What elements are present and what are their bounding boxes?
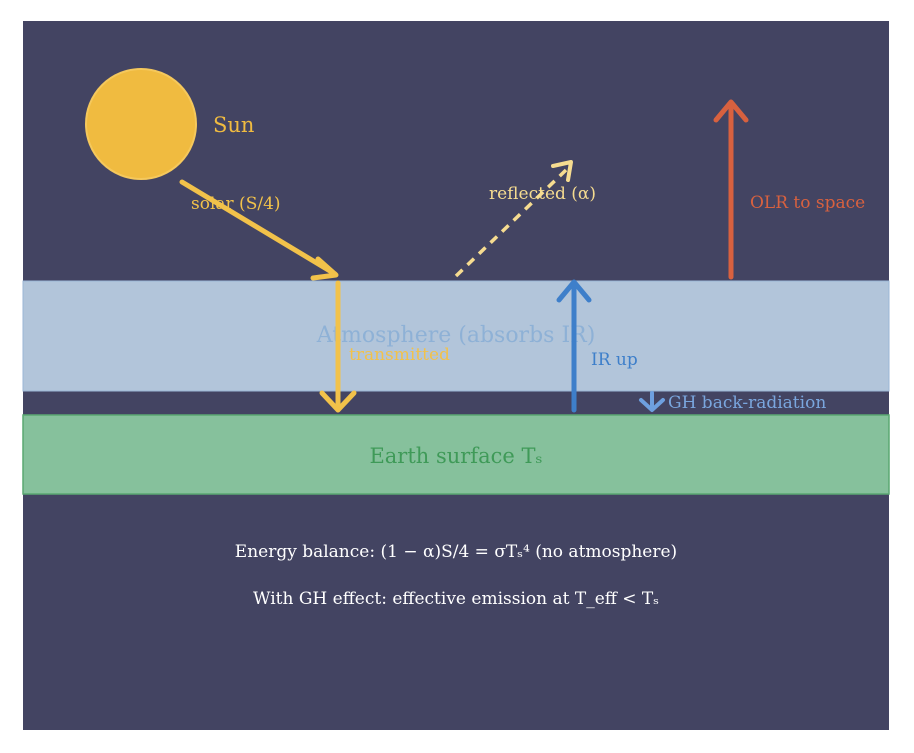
earth-surface-band [22, 414, 890, 495]
gh-back-radiation-label: GH back-radiation [668, 393, 826, 413]
gh-effect-equation: With GH effect: effective emission at T_… [253, 589, 659, 609]
olr-label: OLR to space [750, 193, 865, 213]
olr-arrow [713, 99, 749, 280]
solar-arrow [179, 179, 339, 281]
transmitted-arrow [319, 280, 357, 413]
reflected-label: reflected (α) [489, 184, 596, 204]
sun-label: Sun [213, 113, 254, 137]
reflected-arrow [454, 160, 573, 278]
atmosphere-label: Atmosphere (absorbs IR) [316, 323, 596, 348]
transmitted-label: transmitted [349, 345, 450, 365]
solar-label: solar (S/4) [191, 194, 281, 214]
gh-back-radiation-arrow [639, 391, 665, 412]
ir-up-label: IR up [591, 350, 638, 370]
atmosphere-band [22, 280, 890, 392]
ir-up-arrow [556, 279, 592, 413]
surface-label: Earth surface Tₛ [369, 444, 542, 468]
energy-balance-equation: Energy balance: (1 − α)S/4 = σTₛ⁴ (no at… [235, 542, 677, 562]
sun-icon [85, 68, 197, 180]
